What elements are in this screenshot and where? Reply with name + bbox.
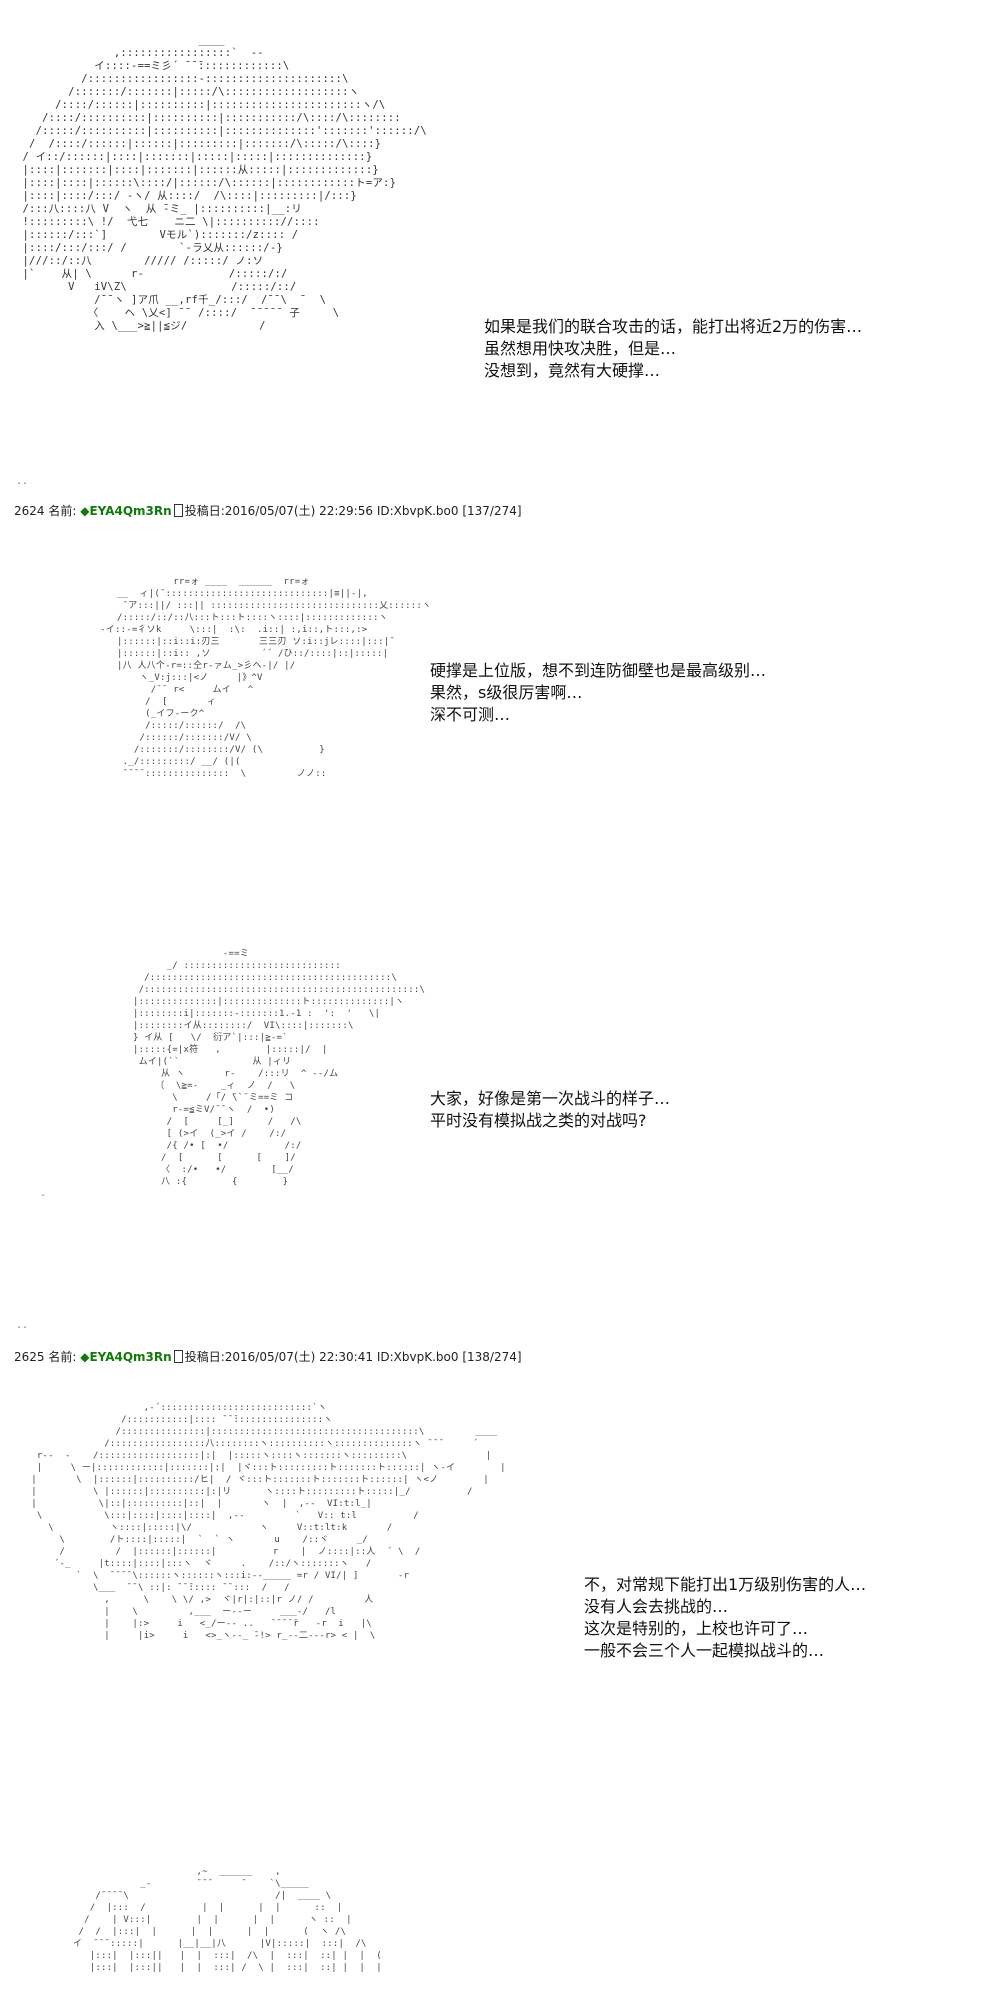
dialogue-panel-1: 如果是我们的联合攻击的话，能打出将近2万的伤害… 虽然想用快攻决胜，但是… 没想… [484,316,862,382]
separator-mark: - [40,1190,47,1201]
mail-icon [173,1350,183,1363]
ascii-art-panel-4: ,-´:::::::::::::::::::::::::::`ヽ /::::::… [31,1403,506,1641]
dialogue-line: 大家，好像是第一次战斗的样子… [430,1089,671,1108]
dialogue-panel-3: 大家，好像是第一次战斗的样子… 平时没有模拟战之类的对战吗? [430,1088,670,1132]
separator-mark: .. [16,1320,29,1331]
post-tripcode[interactable]: ◆EYA4Qm3Rn [80,504,172,518]
ascii-art-panel-3: -==ミ _/ :::::::::::::::::::::::::::: /::… [132,949,426,1187]
ascii-art-panel-5: ,~ ______ , _- ¯¯¯ ¯ `\_____ /¯¯¯¯\ /| _… [72,1867,382,1973]
dialogue-line: 这次是特别的，上校也许可了… [584,1619,809,1638]
post-id[interactable]: ID:XbvpK.bo0 [376,1350,459,1364]
dialogue-panel-2: 硬撑是上位版，想不到连防御壁也是最高级别… 果然，s级很厉害啊… 深不可测… [430,660,766,726]
post-date-label: 投稿日: [184,1350,225,1364]
post-name-label: 名前: [48,504,77,518]
post-id[interactable]: ID:XbvpK.bo0 [376,504,459,518]
dialogue-line: 平时没有模拟战之类的对战吗? [430,1111,647,1130]
dialogue-line: 深不可测… [430,705,511,724]
post-header: 2624 名前: ◆EYA4Qm3Rn 投稿日:2016/05/07(土) 22:… [14,502,522,519]
dialogue-line: 不，对常规下能打出1万级别伤害的人… [584,1575,867,1594]
separator-mark: .. [16,476,29,487]
dialogue-line: 没想到，竟然有大硬撑… [484,361,661,380]
post-tripcode[interactable]: ◆EYA4Qm3Rn [80,1350,172,1364]
post-count: [137/274] [462,504,522,518]
ascii-art-panel-2: rr=ォ ____ ______ rr=ォ __ ィ|(¯:::::::::::… [100,577,432,779]
post-count: [138/274] [462,1350,522,1364]
dialogue-line: 虽然想用快攻决胜，但是… [484,339,677,358]
dialogue-panel-4: 不，对常规下能打出1万级别伤害的人… 没有人会去挑战的… 这次是特别的，上校也许… [584,1574,866,1662]
dialogue-line: 如果是我们的联合攻击的话，能打出将近2万的伤害… [484,317,863,336]
dialogue-line: 硬撑是上位版，想不到连防御壁也是最高级别… [430,661,767,680]
post-header: 2625 名前: ◆EYA4Qm3Rn 投稿日:2016/05/07(土) 22:… [14,1348,522,1365]
post-datetime: 2016/05/07(土) 22:30:41 [224,1350,373,1364]
mail-icon [173,504,183,517]
dialogue-line: 一般不会三个人一起模拟战斗的… [584,1641,825,1660]
post-number: 2624 [14,504,45,518]
dialogue-line: 没有人会去挑战的… [584,1597,729,1616]
ascii-art-panel-1: ____ ,:::::::::::::::::` -- イ::::-==ミ彡´ … [22,34,427,332]
post-number: 2625 [14,1350,45,1364]
post-datetime: 2016/05/07(土) 22:29:56 [224,504,373,518]
dialogue-line: 果然，s级很厉害啊… [430,683,583,702]
post-date-label: 投稿日: [184,504,225,518]
post-name-label: 名前: [48,1350,77,1364]
